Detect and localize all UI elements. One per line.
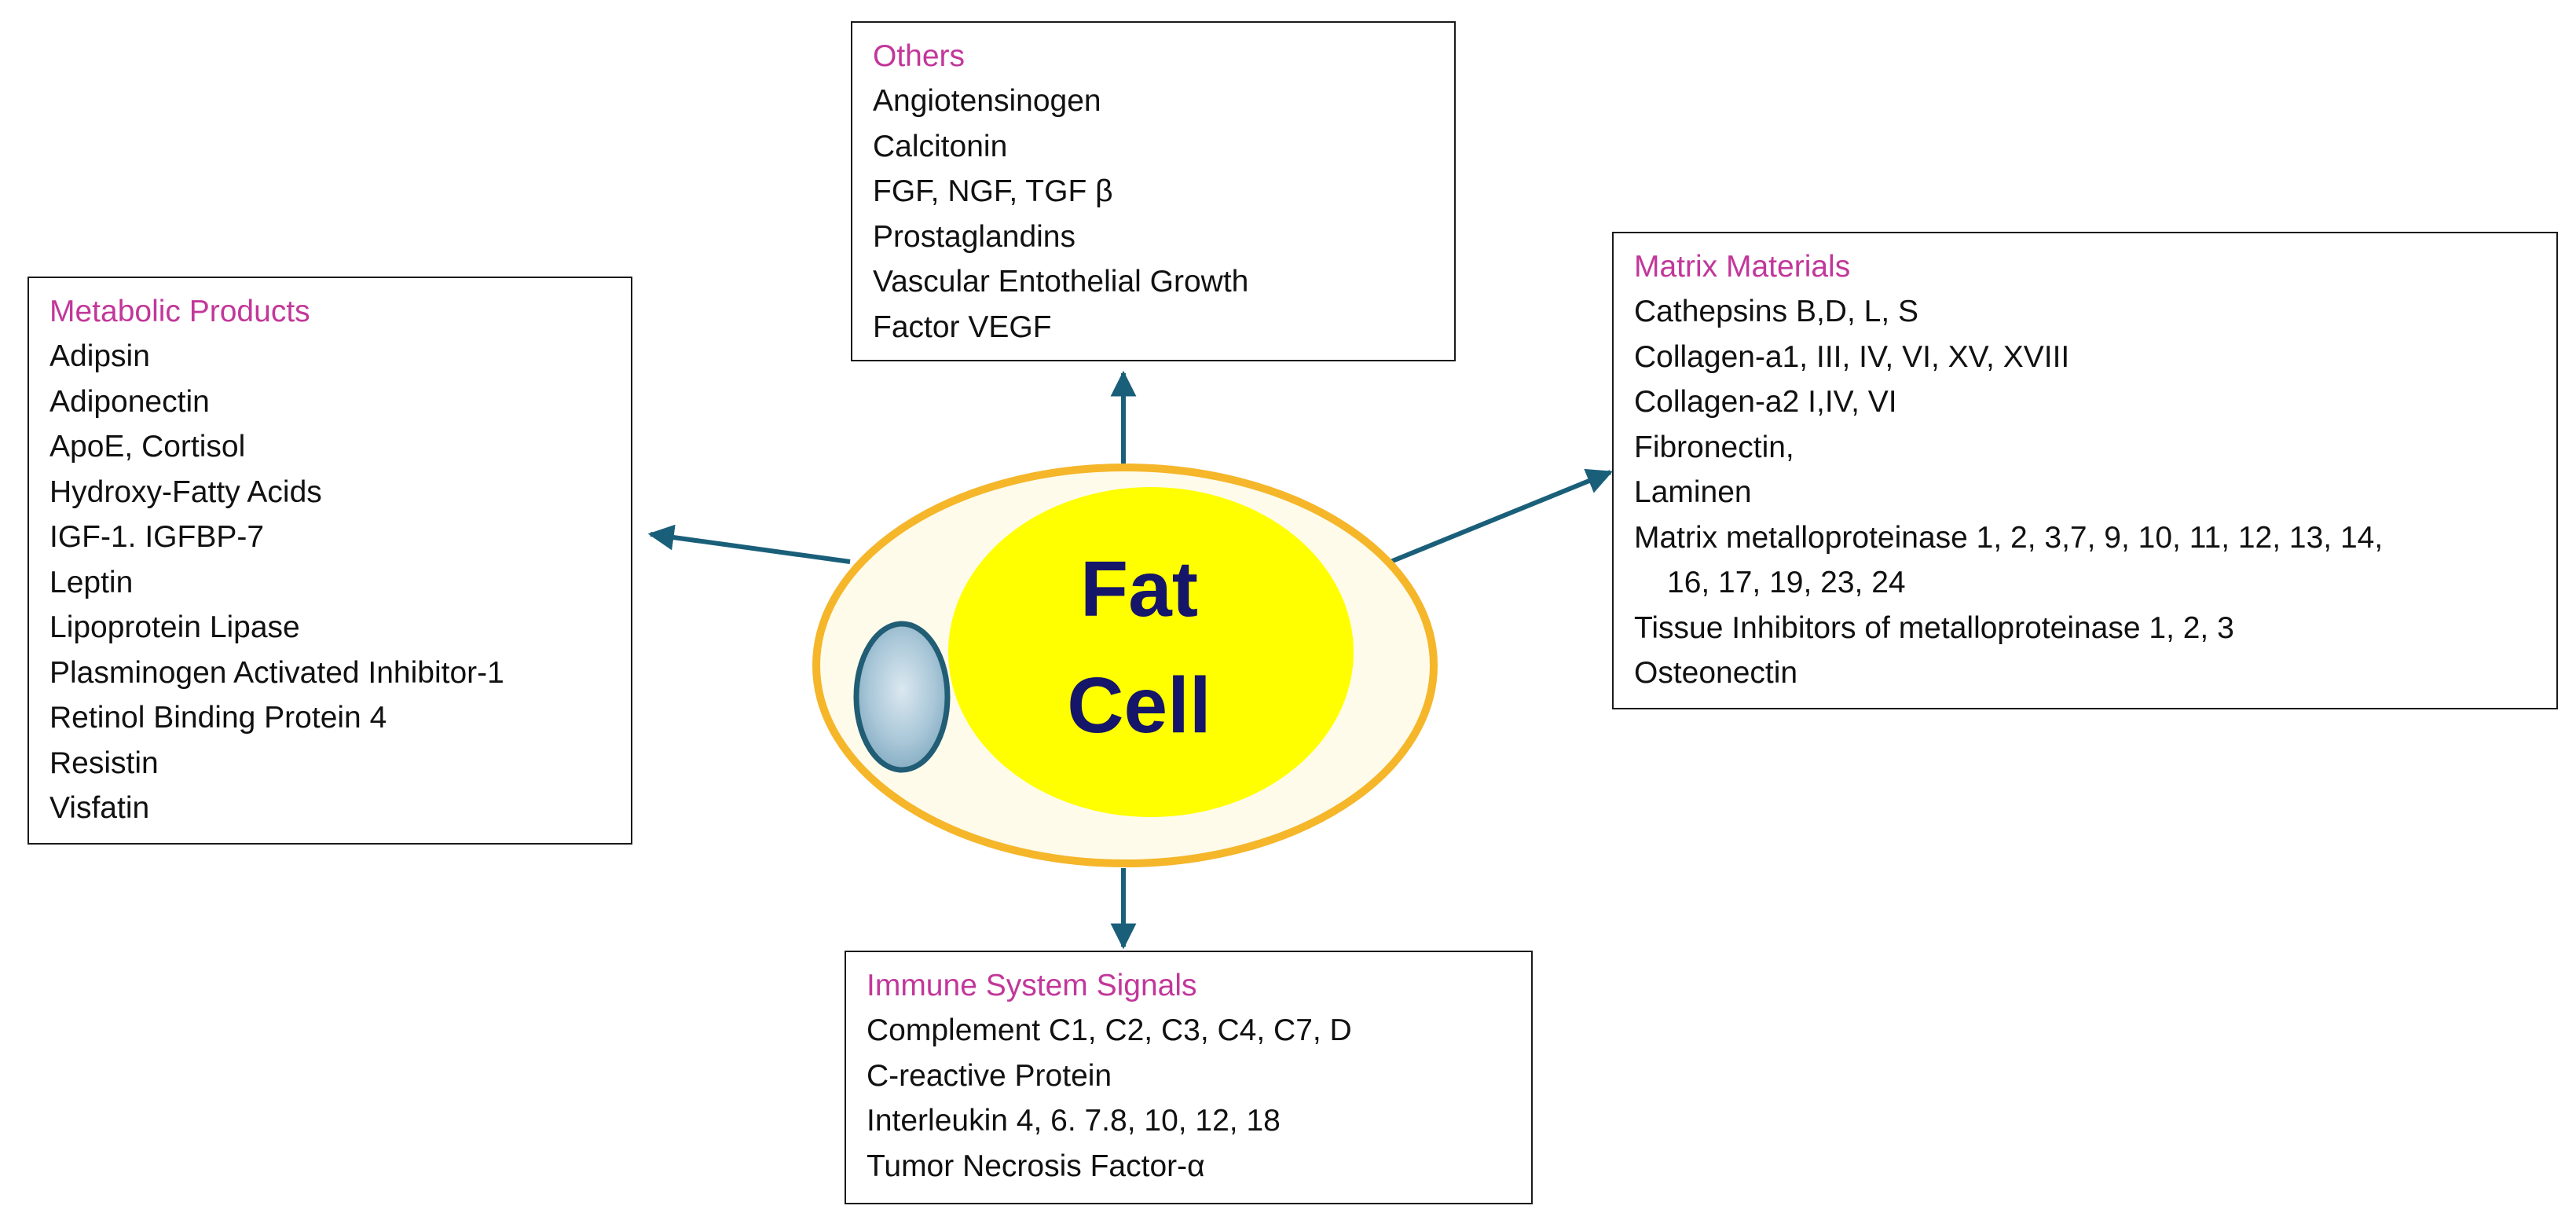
metabolic-products-title: Metabolic Products (49, 295, 310, 328)
cell-nucleus (853, 621, 951, 773)
cell-label-fat: Fat (1080, 545, 1198, 633)
list-item: Complement C1, C2, C3, C4, C7, D (867, 1013, 1352, 1047)
list-item: Laminen (1634, 475, 1752, 509)
list-item: Resistin (49, 746, 159, 780)
list-item: Vascular Entothelial Growth (873, 265, 1249, 299)
list-item: Collagen-a1, III, IV, VI, XV, XVIII (1634, 339, 2070, 374)
others-list: Angiotensinogen Calcitonin FGF, NGF, TGF… (873, 79, 1434, 350)
list-item: Prostaglandins (873, 219, 1075, 254)
immune-system-signals-box: Immune System Signals Complement C1, C2,… (845, 951, 1533, 1204)
list-item: Tumor Necrosis Factor-α (867, 1149, 1205, 1183)
list-item: FGF, NGF, TGF β (873, 174, 1113, 208)
list-item: Interleukin 4, 6. 7.8, 10, 12, 18 (867, 1104, 1281, 1138)
list-item: Cathepsins B,D, L, S (1634, 295, 1919, 328)
others-box: Others Angiotensinogen Calcitonin FGF, N… (851, 21, 1456, 361)
list-item: Adiponectin (49, 384, 210, 419)
matrix-materials-box: Matrix Materials Cathepsins B,D, L, S Co… (1612, 232, 2558, 709)
arrow-to-metabolic (647, 524, 851, 564)
arrow-to-matrix (1389, 468, 1614, 564)
metabolic-products-list: Adipsin Adiponectin ApoE, Cortisol Hydro… (49, 334, 610, 831)
list-item: Fibronectin, (1634, 430, 1794, 464)
list-item: Hydroxy-Fatty Acids (49, 475, 322, 509)
list-item: Retinol Binding Protein 4 (49, 701, 387, 735)
cell-label-cell: Cell (1067, 661, 1211, 749)
list-item-continuation: 16, 17, 19, 23, 24 (1667, 566, 1906, 599)
list-item: Lipoprotein Lipase (49, 610, 300, 644)
fat-droplet (948, 487, 1354, 817)
list-item: Matrix metalloproteinase 1, 2, 3,7, 9, 1… (1634, 520, 2384, 555)
others-title: Others (873, 39, 966, 73)
immune-system-signals-list: Complement C1, C2, C3, C4, C7, D C-react… (867, 1008, 1511, 1189)
list-item: Factor VEGF (873, 310, 1052, 344)
list-item: Collagen-a2 I,IV, VI (1634, 385, 1897, 419)
list-item: Osteonectin (1634, 656, 1798, 690)
immune-system-signals-title: Immune System Signals (867, 969, 1197, 1002)
list-item: Tissue Inhibitors of metalloproteinase 1… (1634, 610, 2234, 645)
metabolic-products-box: Metabolic Products Adipsin Adiponectin A… (27, 277, 632, 845)
list-item: IGF-1. IGFBP-7 (49, 520, 265, 554)
list-item: Visfatin (49, 791, 150, 825)
list-item: ApoE, Cortisol (49, 430, 246, 464)
list-item: Calcitonin (873, 129, 1008, 163)
list-item: Angiotensinogen (873, 84, 1101, 118)
list-item: Adipsin (49, 339, 150, 373)
matrix-materials-list: Cathepsins B,D, L, S Collagen-a1, III, I… (1634, 289, 2536, 696)
list-item: C-reactive Protein (867, 1058, 1112, 1093)
list-item: Plasminogen Activated Inhibitor-1 (49, 655, 504, 690)
list-item: Leptin (49, 565, 134, 599)
matrix-materials-title: Matrix Materials (1634, 250, 1851, 284)
